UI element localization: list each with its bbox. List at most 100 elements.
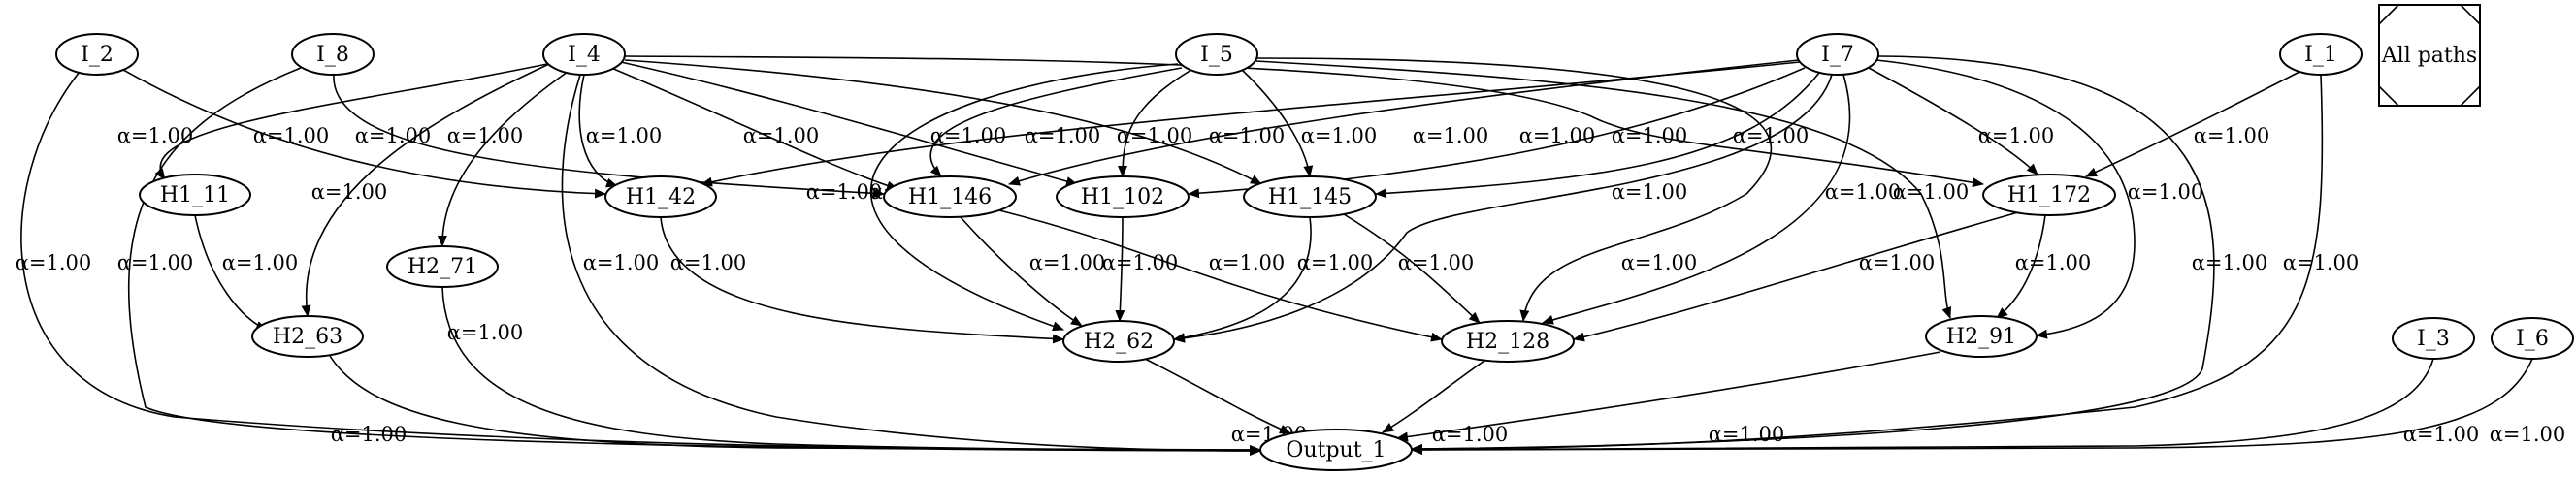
edge-label: α=1.00 bbox=[253, 124, 330, 147]
node-label: H1_146 bbox=[908, 185, 992, 209]
edge-label: α=1.00 bbox=[1025, 124, 1101, 147]
legend-label: All paths bbox=[2381, 44, 2477, 68]
edge-label: α=1.00 bbox=[16, 251, 92, 274]
node-i-4: I_4 bbox=[542, 33, 626, 76]
node-h1-145: H1_145 bbox=[1243, 175, 1377, 218]
edges-layer bbox=[20, 55, 2533, 456]
edge-i_4-to-h1_42 bbox=[578, 74, 618, 188]
edge-label: α=1.00 bbox=[1029, 251, 1106, 274]
node-ellipse bbox=[2392, 317, 2475, 360]
edge-label: α=1.00 bbox=[1859, 251, 1936, 274]
node-h2-128: H2_128 bbox=[1441, 320, 1575, 363]
node-label: H2_91 bbox=[1946, 325, 2016, 349]
edge-label: α=1.00 bbox=[331, 423, 408, 446]
edge-label: α=1.00 bbox=[1117, 124, 1193, 147]
node-ellipse bbox=[55, 33, 139, 76]
edge-h1_102-to-h2_62 bbox=[1115, 216, 1125, 322]
edge-i_1-to-output_1 bbox=[1411, 74, 2324, 454]
edge-label: α=1.00 bbox=[447, 124, 524, 147]
node-ellipse bbox=[1796, 33, 1879, 76]
edge-label: α=1.00 bbox=[1301, 124, 1378, 147]
edge-h2_63-to-output_1 bbox=[329, 355, 1261, 455]
node-h1-11: H1_11 bbox=[139, 174, 251, 216]
node-h1-172: H1_172 bbox=[1982, 174, 2116, 216]
node-ellipse bbox=[2491, 317, 2574, 360]
edge-h2_128-to-output_1 bbox=[1382, 360, 1485, 433]
node-ellipse bbox=[1982, 174, 2116, 216]
edge-label: α=1.00 bbox=[355, 124, 432, 147]
legend-corner-tl bbox=[2378, 4, 2399, 25]
node-ellipse bbox=[1925, 315, 2038, 358]
edge-i_7-to-output_1 bbox=[1411, 55, 2215, 454]
node-label: H1_145 bbox=[1268, 185, 1352, 209]
edge-h1_146-to-h2_128 bbox=[998, 209, 1443, 342]
edge-label: α=1.00 bbox=[2283, 251, 2360, 274]
node-label: I_5 bbox=[1200, 43, 1233, 67]
node-ellipse bbox=[1243, 175, 1377, 218]
edge-i_7-to-h1_145 bbox=[1375, 72, 1820, 199]
node-ellipse bbox=[1259, 429, 1413, 471]
node-i-5: I_5 bbox=[1175, 33, 1258, 76]
edge-label: α=1.00 bbox=[2128, 180, 2204, 204]
node-label: I_4 bbox=[568, 43, 601, 67]
node-ellipse bbox=[604, 175, 717, 218]
edge-h1_172-to-h2_128 bbox=[1573, 211, 2019, 342]
edge-label: α=1.00 bbox=[670, 251, 747, 274]
edge-label: α=1.00 bbox=[1519, 124, 1596, 147]
node-label: I_2 bbox=[81, 43, 114, 67]
edge-label: α=1.00 bbox=[222, 251, 299, 274]
edge-h2_62-to-output_1 bbox=[1144, 358, 1291, 434]
node-ellipse bbox=[291, 33, 375, 76]
node-label: I_7 bbox=[1821, 43, 1854, 67]
edge-i_7-to-h1_42 bbox=[701, 61, 1801, 187]
node-h1-146: H1_146 bbox=[883, 175, 1017, 218]
node-i-8: I_8 bbox=[291, 33, 375, 76]
node-output-1: Output_1 bbox=[1259, 429, 1413, 471]
edge-h2_71-to-output_1 bbox=[441, 286, 1261, 455]
edge-i_7-to-h1_172 bbox=[1868, 67, 2038, 175]
edge-i_8-to-h1_146 bbox=[333, 74, 885, 199]
node-label: H2_62 bbox=[1084, 330, 1154, 354]
node-label: H2_71 bbox=[408, 255, 477, 279]
edge-i_5-to-h2_91 bbox=[1255, 60, 1952, 319]
edge-label: α=1.00 bbox=[2015, 251, 2092, 274]
node-ellipse bbox=[2279, 33, 2363, 76]
edge-i_6-to-output_1 bbox=[1411, 358, 2533, 455]
edge-i_4-to-h1_172 bbox=[624, 55, 1984, 188]
edge-i_4-to-h2_63 bbox=[301, 63, 550, 317]
node-ellipse bbox=[1056, 175, 1190, 218]
legend-box bbox=[2378, 4, 2481, 107]
node-i-3: I_3 bbox=[2392, 317, 2475, 360]
edge-label: α=1.00 bbox=[1825, 180, 1902, 204]
edge-label: α=1.00 bbox=[2403, 423, 2480, 446]
node-ellipse bbox=[883, 175, 1017, 218]
edge-label: α=1.00 bbox=[447, 321, 524, 344]
edge-i_4-to-h1_146 bbox=[610, 67, 898, 191]
edge-h1_172-to-h2_91 bbox=[1996, 214, 2046, 319]
edge-label: α=1.00 bbox=[1709, 423, 1785, 446]
node-label: I_3 bbox=[2417, 327, 2450, 351]
node-ellipse bbox=[139, 174, 251, 216]
edge-i_7-to-h2_62 bbox=[1173, 74, 1833, 343]
edge-label: α=1.00 bbox=[586, 124, 663, 147]
edge-i_1-to-h1_172 bbox=[2085, 71, 2300, 177]
node-h2-63: H2_63 bbox=[251, 315, 364, 358]
node-h1-102: H1_102 bbox=[1056, 175, 1190, 218]
node-h2-71: H2_71 bbox=[386, 245, 499, 288]
edge-label: α=1.00 bbox=[117, 251, 194, 274]
edge-labels-layer: α=1.00 α=1.00 α=1.00 α=1.00 α=1.00 α=1.00 α=1.… bbox=[16, 124, 2566, 446]
node-label: Output_1 bbox=[1286, 438, 1386, 462]
edge-label: α=1.00 bbox=[743, 124, 820, 147]
node-label: H1_11 bbox=[160, 183, 230, 207]
edge-i_7-to-h2_128 bbox=[1542, 74, 1851, 325]
node-label: I_6 bbox=[2516, 327, 2549, 351]
node-label: H2_63 bbox=[273, 325, 342, 349]
legend-corner-tr bbox=[2460, 4, 2481, 25]
edge-i_4-to-h1_102 bbox=[620, 61, 1078, 186]
node-label: I_1 bbox=[2304, 43, 2337, 67]
edge-label: α=1.00 bbox=[806, 180, 883, 204]
edge-label: α=1.00 bbox=[1297, 251, 1374, 274]
node-ellipse bbox=[386, 245, 499, 288]
edge-label: α=1.00 bbox=[1733, 124, 1810, 147]
edge-i_7-to-h2_91 bbox=[1875, 59, 2136, 339]
